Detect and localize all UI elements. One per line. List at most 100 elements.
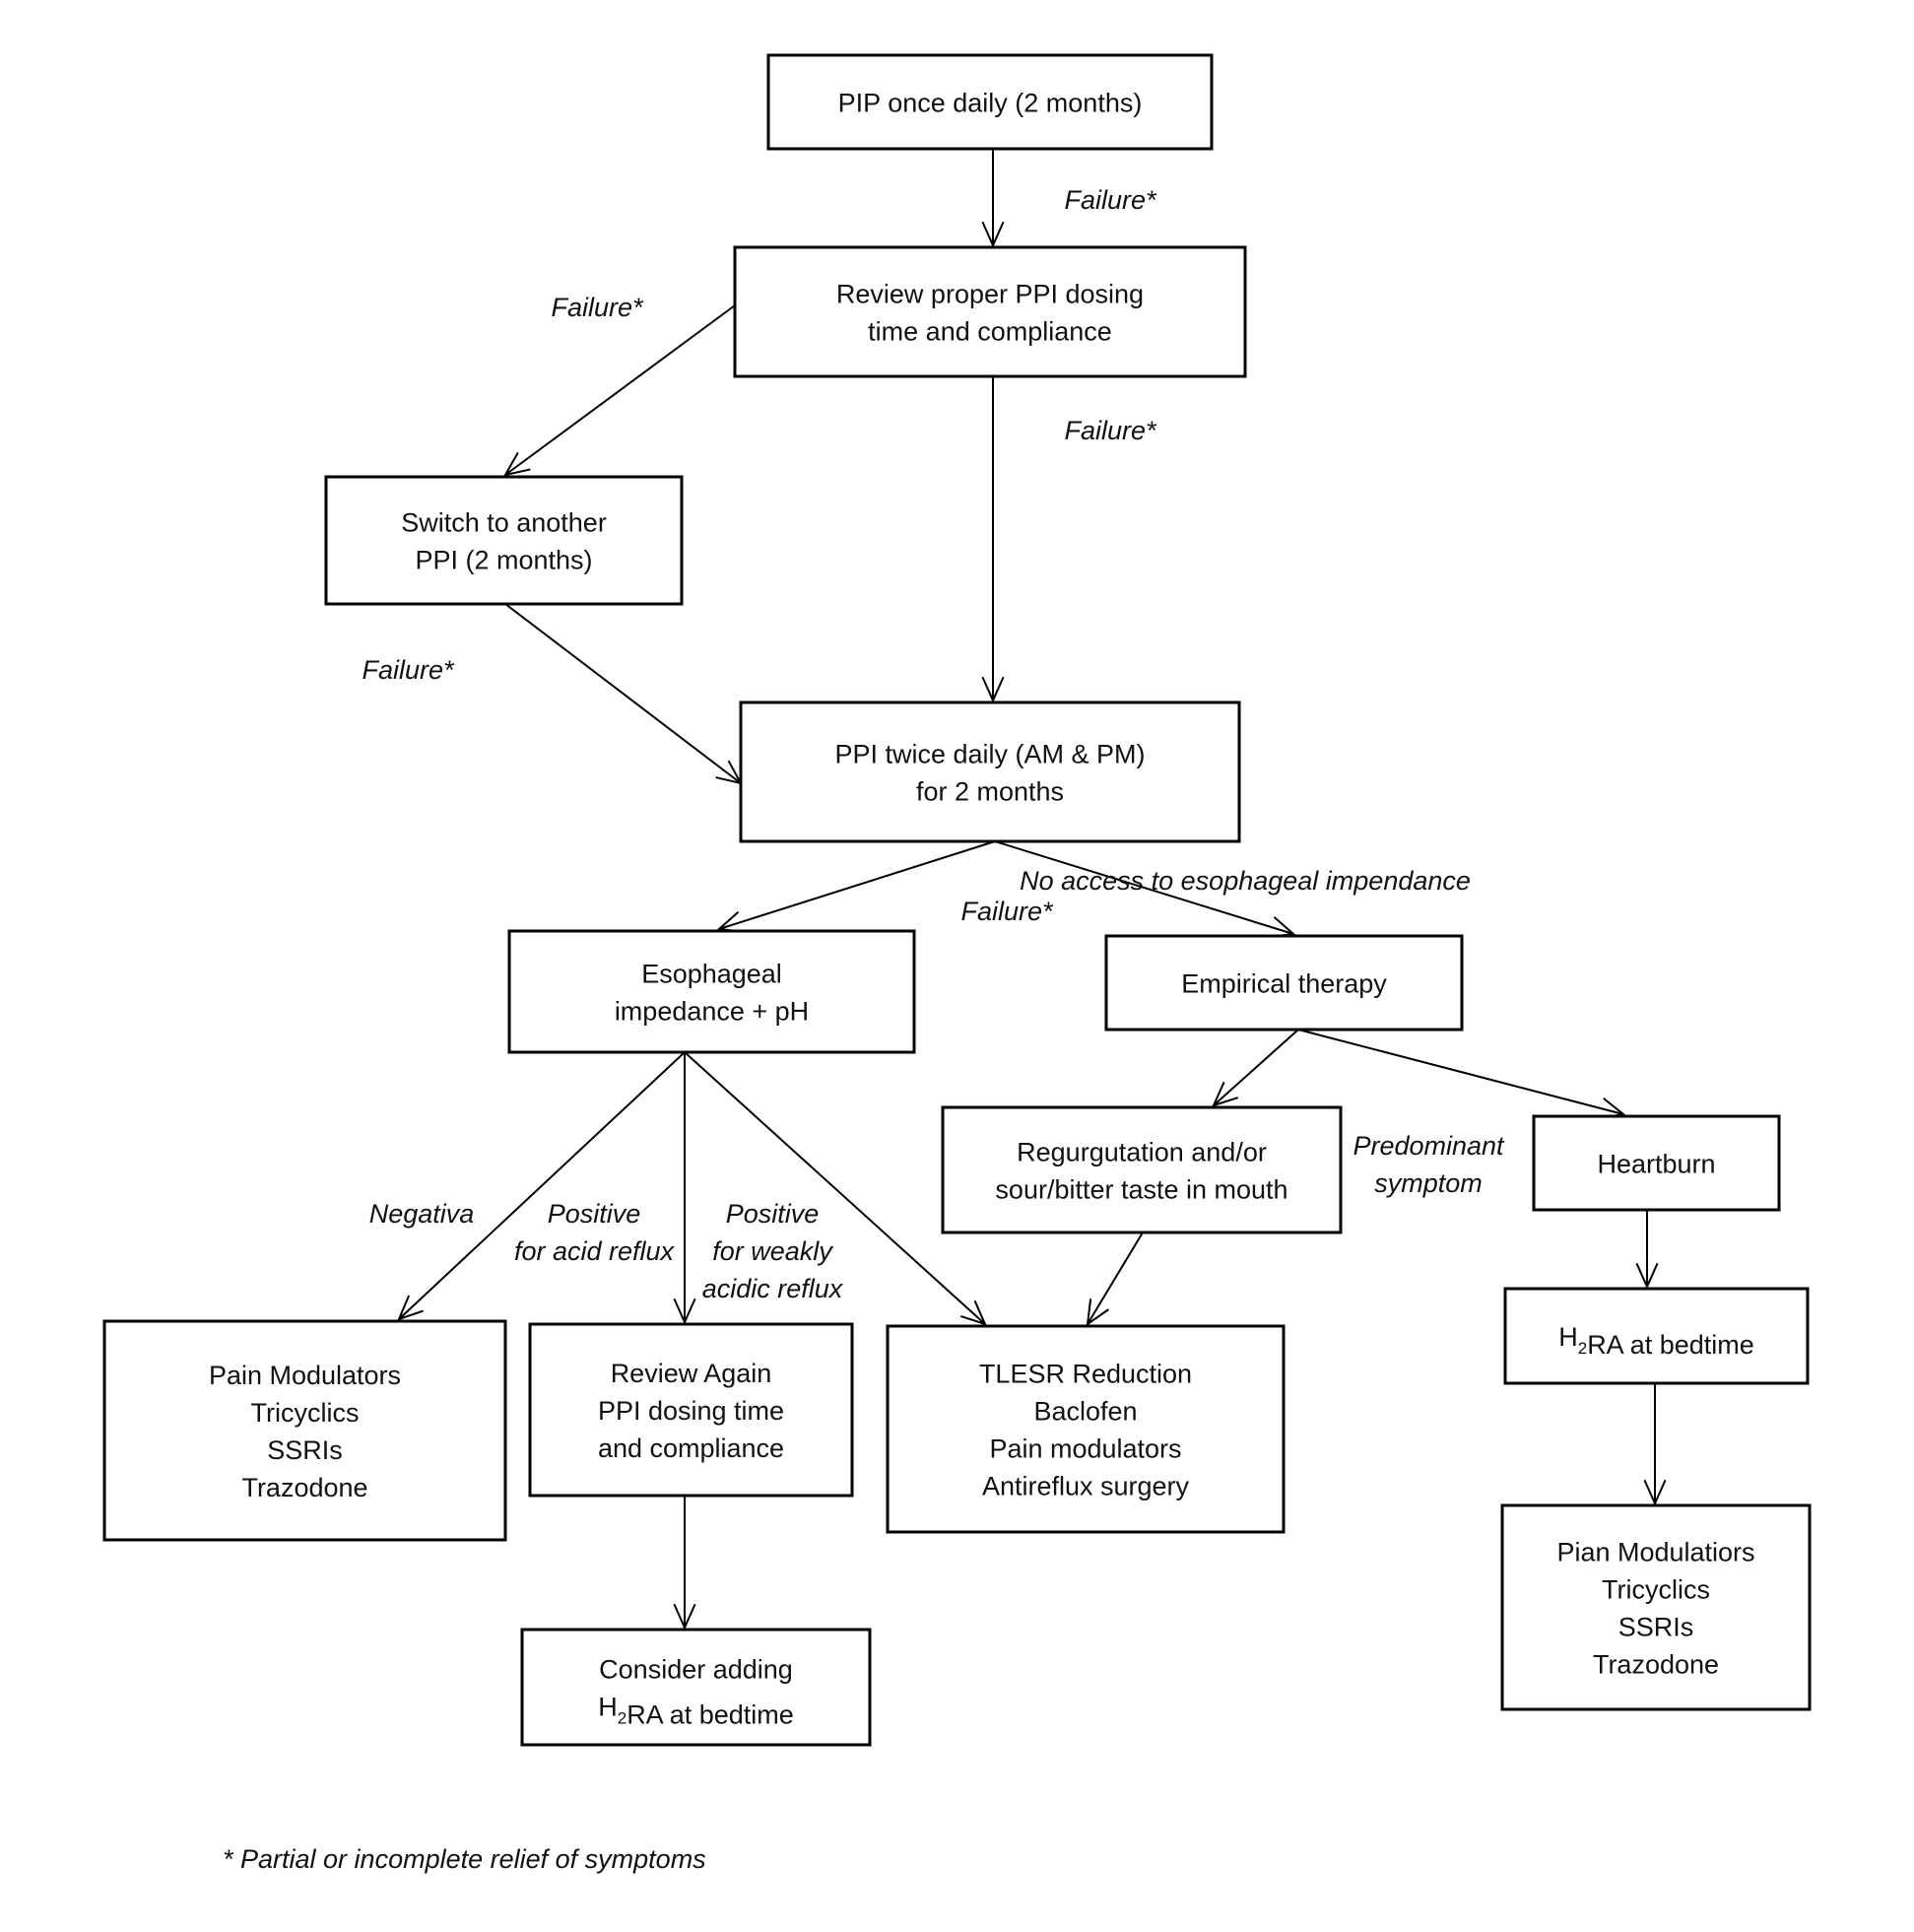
edge-esophageal-impedance-to-pain-modulators-left (397, 1051, 686, 1321)
arrowhead (503, 451, 531, 477)
node-text-line: Pian Modulatiors (1556, 1538, 1754, 1567)
node-box (520, 1628, 872, 1747)
label-predominant-symptom: Predominant symptom (1353, 1131, 1505, 1198)
arrowhead (981, 221, 1005, 248)
node-text-line: SSRIs (267, 1435, 343, 1465)
node-box (886, 1324, 1286, 1534)
node-text-line: Trazodone (241, 1473, 367, 1502)
edge-label-line: Positive (726, 1199, 820, 1229)
node-text-line: Switch to another (401, 508, 607, 538)
footnote: * Partial or incomplete relief of sympto… (223, 1844, 706, 1874)
label-failure-1: Failure* (1064, 185, 1157, 215)
edge-line (504, 304, 736, 476)
edge-label-line: Failure* (551, 293, 644, 322)
node-text-line: Trazodone (1593, 1650, 1719, 1680)
edge-label-line: No access to esophageal impendance (1020, 866, 1471, 896)
node-text-line: Tricyclics (1602, 1575, 1710, 1605)
node-text-line: TLESR Reduction (979, 1360, 1192, 1389)
node-box (1500, 1503, 1812, 1711)
edge-label-line: symptom (1374, 1168, 1483, 1198)
label-failure-2: Failure* (551, 293, 644, 322)
edge-review-dosing-to-switch-ppi (503, 304, 736, 477)
node-box (324, 475, 684, 606)
node-text-line: Regurgutation and/or (1017, 1138, 1267, 1167)
arrowhead (959, 1299, 987, 1326)
edge-label-line: Failure* (1064, 185, 1157, 215)
node-text-line: Baclofen (1033, 1397, 1137, 1427)
edge-line (718, 840, 996, 930)
node-text-line: PPI dosing time (598, 1396, 784, 1426)
node-text-line: Pain modulators (989, 1434, 1181, 1464)
edge-label-line: Failure* (362, 655, 455, 685)
edge-line (994, 840, 1294, 935)
node-empirical-therapy: Empirical therapy (1104, 934, 1464, 1032)
node-text-line: PPI twice daily (AM & PM) (834, 740, 1145, 769)
edge-label-line: Failure* (1064, 416, 1157, 445)
node-text-line: Empirical therapy (1181, 969, 1387, 999)
edge-review-again-to-consider-h2ra (673, 1496, 696, 1631)
node-pip-once-daily: PIP once daily (2 months) (766, 53, 1214, 151)
node-box (1104, 934, 1464, 1032)
node-text-line: Pain Modulators (209, 1361, 401, 1390)
node-esophageal-impedance: Esophageal impedance + pH (507, 929, 916, 1054)
label-failure-5: Failure* (960, 897, 1054, 926)
node-box (739, 700, 1241, 843)
edge-review-dosing-to-ppi-twice-daily (981, 376, 1005, 703)
node-text-line: Esophageal (641, 960, 782, 989)
edge-switch-ppi-to-ppi-twice-daily (504, 603, 743, 785)
label-no-access: No access to esophageal impendance (1020, 866, 1471, 896)
node-text-line: for 2 months (916, 777, 1064, 807)
node-text-line: H2RA at bedtime (598, 1693, 794, 1730)
edge-h2ra-bedtime-to-pain-modulators-right (1643, 1383, 1667, 1506)
node-text-line: Consider adding (599, 1655, 793, 1685)
node-box (766, 53, 1214, 151)
edge-heartburn-to-h2ra-bedtime (1635, 1210, 1659, 1290)
node-text-line: Heartburn (1597, 1150, 1715, 1179)
node-text-line: sour/bitter taste in mouth (995, 1175, 1287, 1205)
node-text-line: Tricyclics (251, 1398, 360, 1428)
node-ppi-twice-daily: PPI twice daily (AM & PM) for 2 months (739, 700, 1241, 843)
node-box (102, 1319, 507, 1542)
edge-label-line: Failure* (960, 897, 1054, 926)
node-text-line: PPI (2 months) (415, 546, 592, 575)
edge-line (1297, 1029, 1624, 1115)
node-text-line: Review Again (611, 1359, 772, 1388)
arrowhead (1635, 1262, 1659, 1290)
label-positive-weakly: Positive for weakly acidic reflux (702, 1199, 844, 1303)
arrowhead (673, 1603, 696, 1631)
arrowhead (1086, 1299, 1109, 1327)
node-text-line: time and compliance (868, 317, 1112, 347)
node-text-line: PIP once daily (2 months) (838, 89, 1143, 118)
node-box (1532, 1114, 1781, 1212)
edge-label-line: for weakly (712, 1236, 833, 1266)
node-box (528, 1322, 854, 1498)
node-heartburn: Heartburn (1532, 1114, 1781, 1212)
edge-label-line: for acid reflux (514, 1236, 676, 1266)
arrowhead (1212, 1081, 1239, 1107)
edge-label-line: Predominant (1353, 1131, 1505, 1161)
arrowhead (673, 1298, 696, 1325)
node-text-line: SSRIs (1618, 1613, 1694, 1642)
label-failure-3: Failure* (1064, 416, 1157, 445)
edge-line (398, 1051, 686, 1320)
edge-empirical-therapy-to-regurgitation (1212, 1029, 1299, 1107)
edge-label-line: acidic reflux (702, 1274, 844, 1303)
edge-line (1087, 1232, 1144, 1325)
edge-esophageal-impedance-to-review-again (673, 1052, 696, 1325)
node-box (507, 929, 916, 1054)
node-text-line: impedance + pH (615, 997, 809, 1027)
edge-ppi-twice-daily-to-esophageal-impedance (716, 840, 996, 933)
edge-empirical-therapy-to-heartburn (1297, 1029, 1626, 1120)
subscript: 2 (618, 1709, 627, 1728)
node-h2ra-bedtime: H2RA at bedtime (1503, 1287, 1810, 1385)
node-regurgitation: Regurgutation and/or sour/bitter taste in… (941, 1105, 1343, 1234)
node-text-line: H2RA at bedtime (1558, 1322, 1754, 1360)
subscript: 2 (1578, 1339, 1587, 1358)
edge-regurgitation-to-tlesr-reduction (1086, 1232, 1144, 1327)
